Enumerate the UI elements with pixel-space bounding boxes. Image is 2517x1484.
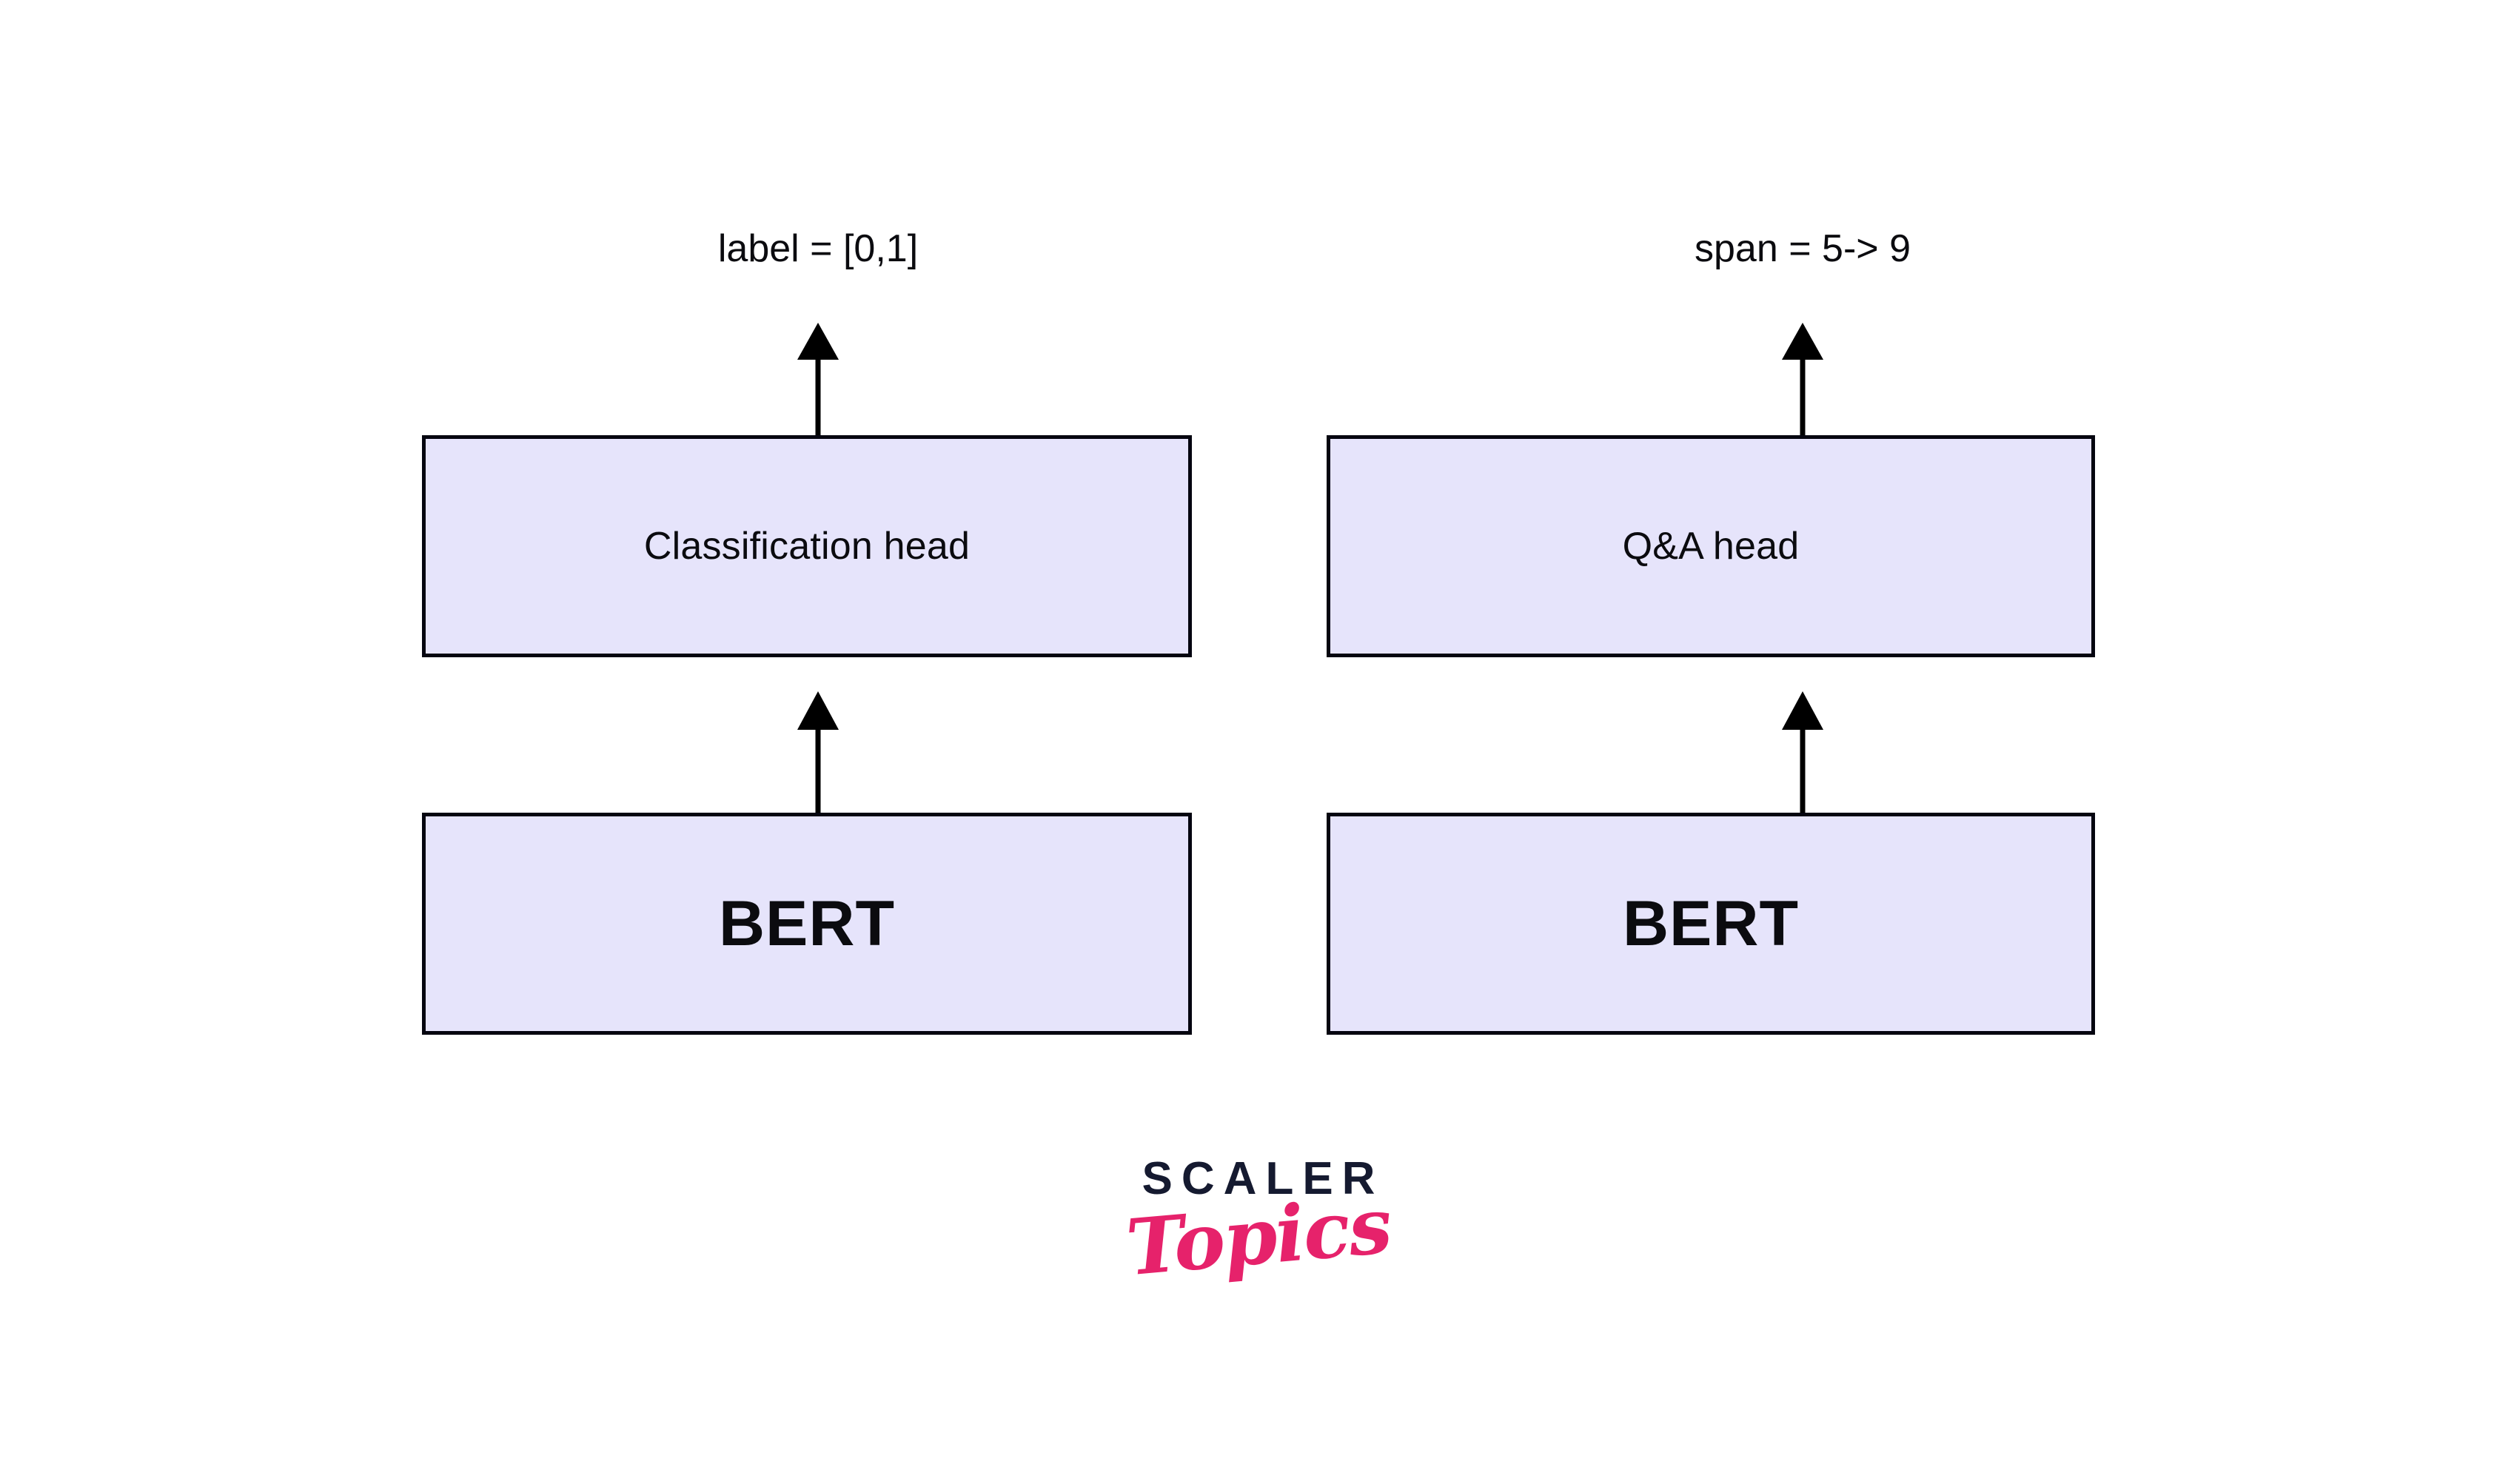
qa-head-box: Q&A head [1327, 435, 2095, 657]
arrow-bert-to-classification-head [785, 688, 851, 816]
classification-head-box: Classification head [422, 435, 1192, 657]
arrow-classification-head-to-output [785, 321, 851, 438]
bert-box-classification: BERT [422, 813, 1192, 1035]
scaler-topics-logo: SCALER Topics [1066, 1153, 1451, 1294]
bert-box-qa: BERT [1327, 813, 2095, 1035]
output-label-qa: span = 5-> 9 [1695, 227, 1911, 270]
logo-scaler-text: SCALER [1142, 1153, 1384, 1204]
arrow-bert-to-qa-head [1769, 688, 1836, 816]
output-label-classification: label = [0,1] [717, 227, 919, 270]
bert-label-qa: BERT [1622, 888, 1800, 959]
bert-label-classification: BERT [718, 888, 896, 959]
qa-head-label: Q&A head [1622, 525, 1800, 568]
classification-head-label: Classification head [643, 525, 971, 568]
arrow-qa-head-to-output [1769, 321, 1836, 438]
